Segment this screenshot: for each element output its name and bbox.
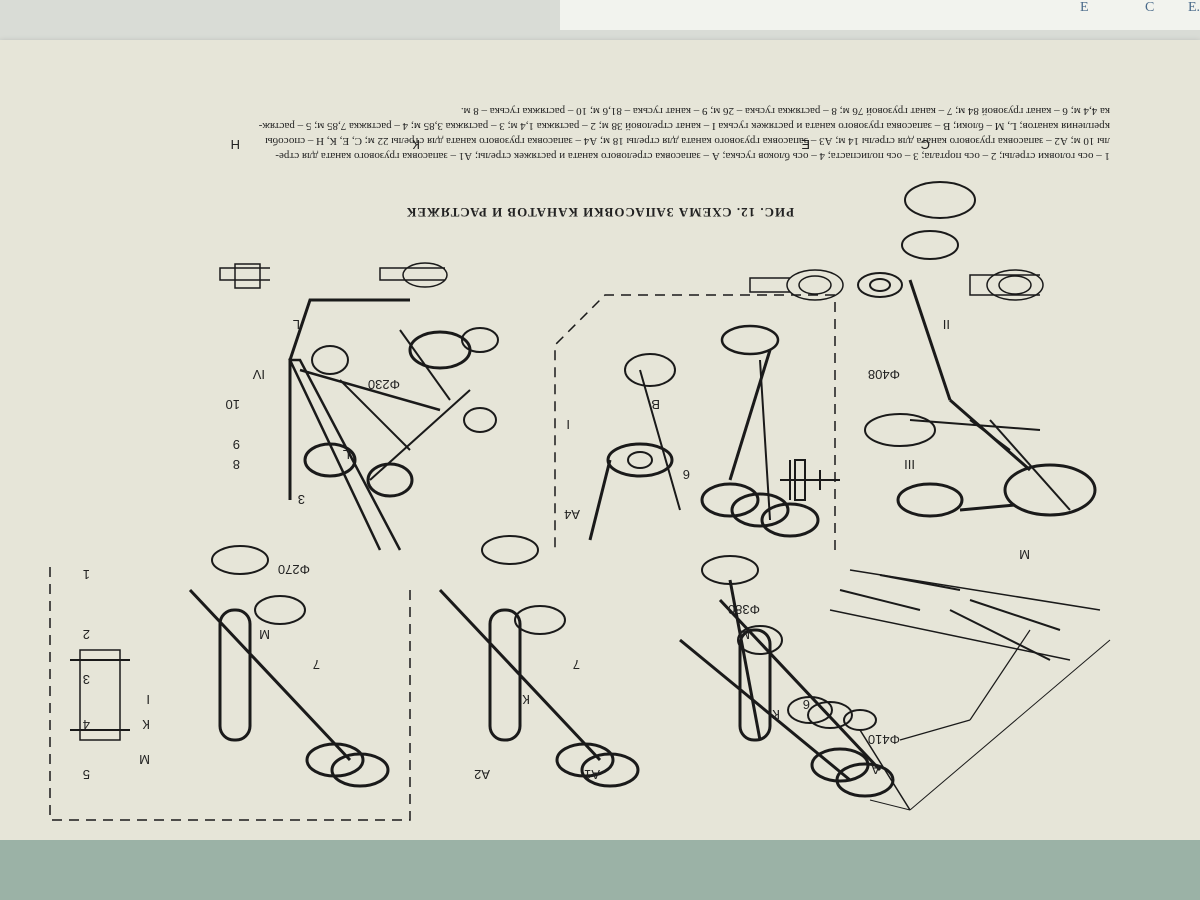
- diagram-label: 6: [683, 467, 690, 482]
- diagram-label: L: [293, 317, 300, 332]
- group-last-dashed-diagram: [49, 545, 411, 821]
- diagram-label: М: [259, 627, 270, 642]
- diagram-label: II: [943, 317, 950, 332]
- group-b-gooseneck-diagram: [288, 298, 499, 551]
- diagram-label: 3: [83, 672, 90, 687]
- diagram-label: Е: [801, 137, 810, 152]
- edge-letter: С: [1145, 0, 1155, 15]
- diagram-label: 10: [226, 397, 240, 412]
- group-a-boom-diagram: [787, 181, 1111, 811]
- rope-attachment-details: [219, 262, 1044, 301]
- edge-letter: Е: [1080, 0, 1089, 15]
- diagram-label: III: [904, 457, 915, 472]
- diagram-label: А4: [564, 507, 580, 522]
- diagram-label: 5: [83, 767, 90, 782]
- diagram-label: 8: [233, 457, 240, 472]
- diagram-label: К: [522, 692, 530, 707]
- diagram-label: Φ408: [868, 367, 900, 382]
- diagram-label: А1: [584, 767, 600, 782]
- edge-letter: E.: [1188, 0, 1200, 15]
- diagram-label: 2: [83, 627, 90, 642]
- diagram-label: М: [1019, 547, 1030, 562]
- diagram-label: 7: [573, 657, 580, 672]
- diagram-label: Φ270: [278, 562, 310, 577]
- diagram-label: IV: [252, 367, 265, 382]
- diagram-label: 1: [83, 567, 90, 582]
- diagram-label: I: [146, 692, 150, 707]
- diagram-label: М: [739, 627, 750, 642]
- block-A: [904, 181, 976, 219]
- pulley-H: [857, 272, 903, 298]
- diagram-label: 3: [298, 492, 305, 507]
- diagram-label: 6: [803, 697, 810, 712]
- diagram-label: I: [566, 417, 570, 432]
- diagram-label: Н: [231, 137, 240, 152]
- diagram-label: К: [412, 137, 420, 152]
- rope-reeving-diagram: 5 4 3 2 1 С Е К Н Φ408 Φ230 Φ270 Φ380 Φ4…: [49, 137, 1111, 821]
- diagram-label: Φ410: [868, 732, 900, 747]
- diagram-label: Φ230: [368, 377, 400, 392]
- diagram-label: 7: [313, 657, 320, 672]
- document-page: 1 – ось головки стрелы; 2 – ось портала;…: [0, 40, 1200, 840]
- diagram-label: 9: [233, 437, 240, 452]
- diagram-label: А: [871, 762, 880, 777]
- group-a4-diagram: [554, 294, 840, 550]
- block-III-main: [1003, 463, 1097, 517]
- diagram-label: К: [142, 717, 150, 732]
- block-M: [901, 230, 959, 260]
- diagram-label: В: [651, 397, 660, 412]
- group-a2-diagram: [438, 535, 640, 788]
- background-page-sheet: [560, 0, 1200, 30]
- diagram-label: К: [772, 707, 780, 722]
- diagram-label: С: [921, 137, 930, 152]
- diagram-label: А2: [474, 767, 490, 782]
- diagram-label: L: [343, 447, 350, 462]
- diagram-label: 4: [83, 717, 90, 732]
- diagram-label: Φ380: [728, 602, 760, 617]
- diagram-label: М: [139, 752, 150, 767]
- desk-surface: [0, 840, 1200, 900]
- group-a1-diagram: [679, 555, 895, 798]
- page-content-rotated: 1 – ось головки стрелы; 2 – ось портала;…: [0, 40, 1200, 840]
